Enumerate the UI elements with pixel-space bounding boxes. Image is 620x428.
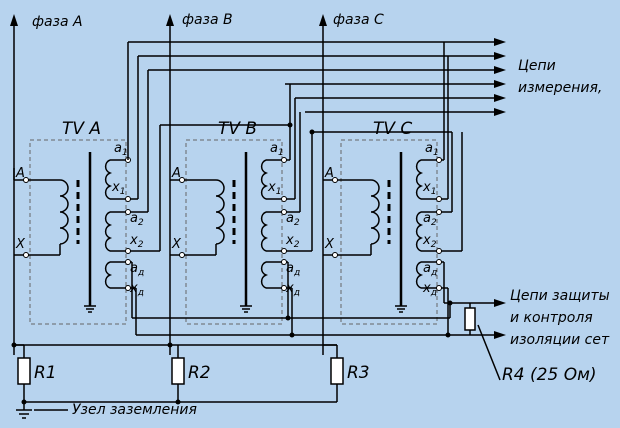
tv-c-terminal-labels: A X a1 x1 a2 x2 aд xд xyxy=(324,141,439,298)
svg-text:a1: a1 xyxy=(425,141,439,158)
tv-a-primary-a: A xyxy=(15,166,25,181)
svg-text:X: X xyxy=(171,237,182,252)
svg-text:aд: aд xyxy=(130,261,144,278)
r2-label: R2 xyxy=(188,363,211,383)
tv-c-unit xyxy=(322,42,463,355)
tv-b-name: TV B xyxy=(218,119,257,139)
svg-text:A: A xyxy=(324,166,334,181)
neutral-bus xyxy=(11,342,344,419)
r3-resistor xyxy=(330,357,344,385)
svg-text:x2: x2 xyxy=(129,233,144,250)
svg-text:xд: xд xyxy=(285,281,300,298)
tv-a-name: TV A xyxy=(62,119,101,139)
r1-resistor xyxy=(17,357,31,385)
phase-b-label: фаза B xyxy=(182,12,233,28)
svg-text:a2: a2 xyxy=(130,211,144,228)
phase-a-label: фаза A xyxy=(32,14,83,30)
tv-a-unit xyxy=(13,42,290,355)
svg-text:x1: x1 xyxy=(422,180,436,197)
tv-a-primary-x: X xyxy=(15,237,26,252)
phase-a-feed xyxy=(10,14,18,168)
tv-c-name: TV C xyxy=(373,119,412,139)
svg-text:x1: x1 xyxy=(111,180,125,197)
svg-text:xд: xд xyxy=(422,281,437,298)
svg-text:a2: a2 xyxy=(286,211,300,228)
svg-text:x2: x2 xyxy=(422,233,437,250)
tv-b-unit xyxy=(169,84,452,355)
tv-a-terminal-labels: A X a1 x1 a2 x2 aд xд xyxy=(15,141,144,298)
svg-text:x1: x1 xyxy=(267,180,281,197)
r4-label: R4 (25 Ом) xyxy=(502,365,597,385)
tv-b-terminal-labels: A X a1 x1 a2 x2 aд xд xyxy=(171,141,300,298)
r3-label: R3 xyxy=(347,363,370,383)
measure-label-line1: Цепи xyxy=(518,58,556,74)
ground-label: Узел заземления xyxy=(72,402,197,418)
r4-resistor xyxy=(464,307,476,331)
svg-text:a2: a2 xyxy=(423,211,437,228)
svg-text:a1: a1 xyxy=(270,141,284,158)
svg-text:x2: x2 xyxy=(285,233,300,250)
svg-text:X: X xyxy=(324,237,335,252)
measurement-bus xyxy=(128,38,506,116)
protect-label-line3: изоляции сет xyxy=(510,332,610,348)
protection-bus xyxy=(132,299,506,381)
phase-c-feed xyxy=(319,14,327,168)
measure-label-line2: измерения, xyxy=(518,80,602,96)
phase-b-feed xyxy=(166,14,174,168)
r2-resistor xyxy=(171,357,185,385)
svg-text:aд: aд xyxy=(286,261,300,278)
r1-label: R1 xyxy=(34,363,57,383)
svg-text:A: A xyxy=(171,166,181,181)
svg-text:aд: aд xyxy=(423,261,437,278)
svg-text:xд: xд xyxy=(129,281,144,298)
protect-label-line1: Цепи защиты xyxy=(510,288,610,304)
svg-text:a1: a1 xyxy=(114,141,128,158)
protect-label-line2: и контроля xyxy=(510,310,593,326)
phase-c-label: фаза C xyxy=(333,12,384,28)
